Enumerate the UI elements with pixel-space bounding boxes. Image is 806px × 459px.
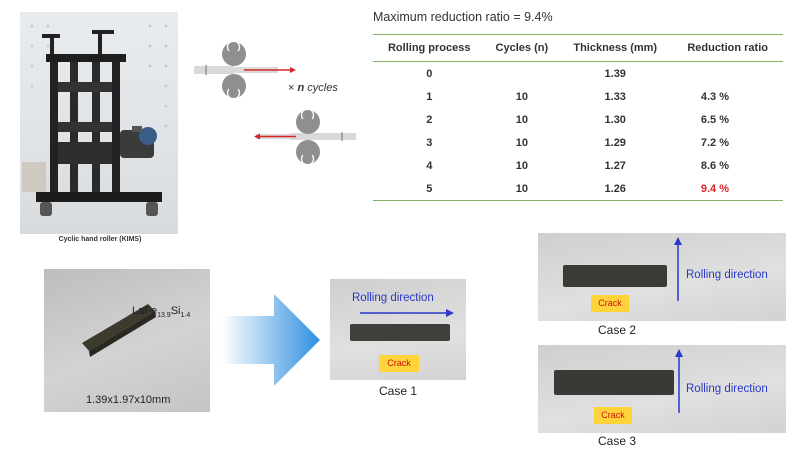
table-row: 4 10 1.27 8.6 %: [373, 154, 783, 177]
case3-caption: Case 3: [597, 434, 637, 448]
rolling-schematic: [194, 40, 356, 166]
cell-cycles: 10: [515, 136, 528, 149]
lower-roll-1: [222, 74, 246, 98]
lower-roll-2: [296, 140, 320, 164]
cell-process: 5: [373, 177, 486, 201]
cell-process: 4: [426, 159, 433, 172]
case3-direction-label: Rolling direction: [686, 383, 768, 395]
case2-photo: Crack Rolling direction: [538, 233, 786, 321]
cell-cycles: 10: [485, 177, 559, 201]
upper-roll-1: [222, 42, 246, 66]
strip-in-2: [290, 133, 356, 140]
cell-thickness: 1.33: [604, 90, 626, 103]
cell-thickness: 1.27: [604, 159, 626, 172]
cell-thickness: 1.26: [558, 177, 673, 201]
header-reduction-ratio: Reduction ratio: [672, 34, 783, 62]
cell-process: 0: [426, 67, 433, 80]
cell-process: 2: [426, 113, 433, 126]
case2-direction-arrow-icon: [674, 237, 682, 301]
hand-roller-illustration: [22, 24, 168, 216]
case3-direction-arrow-icon: [675, 349, 683, 413]
cell-process: 1: [426, 90, 433, 103]
case1-direction-arrow-icon: [360, 309, 454, 317]
case1-photo: Rolling direction Crack: [330, 279, 466, 380]
header-thickness: Thickness (mm): [558, 34, 673, 62]
cell-ratio: 4.3 %: [700, 90, 729, 103]
case3-photo: Crack Rolling direction: [538, 345, 786, 433]
case2-caption: Case 2: [597, 323, 637, 337]
cell-thickness: 1.30: [604, 113, 626, 126]
case3-crack-badge: Crack: [594, 407, 632, 424]
header-rolling-process: Rolling process: [373, 34, 486, 62]
cell-ratio: 8.6 %: [700, 159, 729, 172]
case1-sample-bar: [350, 324, 450, 341]
table-row: 2 10 1.30 6.5 %: [373, 108, 783, 131]
case1-caption: Case 1: [378, 384, 418, 398]
table-row: 3 10 1.29 7.2 %: [373, 131, 783, 154]
cell-ratio: [672, 62, 783, 86]
cell-cycles: 10: [515, 90, 528, 103]
cell-thickness: 1.29: [604, 136, 626, 149]
cell-thickness: 1.39: [604, 67, 626, 80]
hand-roller-photo: [20, 12, 178, 234]
sample-bar-illustration: [82, 304, 156, 357]
sample-formula: LaFe13.9Si1.4: [132, 305, 191, 320]
table-row: 0 1.39: [373, 62, 783, 86]
cell-ratio: 6.5 %: [700, 113, 729, 126]
case3-sample-bar: [554, 370, 674, 395]
reduction-table: Rolling process Cycles (n) Thickness (mm…: [373, 34, 783, 201]
table-row: 1 10 1.33 4.3 %: [373, 85, 783, 108]
cell-cycles: 10: [515, 113, 528, 126]
table-row: 5 10 1.26 9.4 %: [373, 177, 783, 201]
cell-process: 3: [426, 136, 433, 149]
case1-crack-badge: Crack: [379, 355, 419, 372]
case2-sample-bar: [563, 265, 667, 287]
table-title: Maximum reduction ratio = 9.4%: [373, 10, 553, 24]
case2-crack-badge: Crack: [591, 295, 629, 312]
process-arrow-icon: [222, 294, 320, 386]
header-cycles: Cycles (n): [485, 34, 559, 62]
cell-ratio: 7.2 %: [700, 136, 729, 149]
upper-roll-2: [296, 110, 320, 134]
cell-cycles: [486, 62, 559, 86]
sample-photo: [44, 269, 210, 412]
cell-cycles: 10: [515, 159, 528, 172]
case2-direction-label: Rolling direction: [686, 269, 768, 281]
hand-roller-caption: Cyclic hand roller (KIMS): [58, 236, 142, 243]
cell-ratio-max: 9.4 %: [672, 177, 783, 201]
cycles-label: × n cycles: [288, 82, 338, 94]
sample-dimensions: 1.39x1.97x10mm: [86, 394, 171, 406]
case1-direction-label: Rolling direction: [352, 292, 434, 304]
strip-in-1: [194, 66, 234, 74]
table-header-row: Rolling process Cycles (n) Thickness (mm…: [373, 34, 783, 62]
